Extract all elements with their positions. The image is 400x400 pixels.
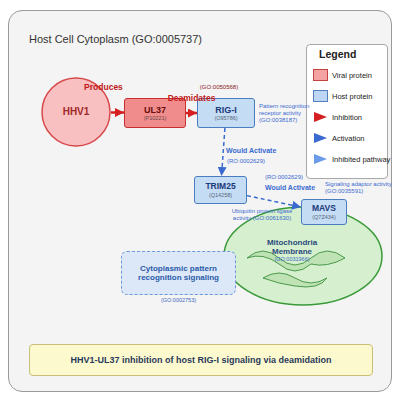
protein-id: (Q7Z434) [312,214,336,220]
legend-title: Legend [319,48,379,60]
legend-row: Host protein [313,90,372,102]
legend-swatch [314,70,328,81]
legend-arrow [314,133,327,143]
protein-name: UL37 [144,105,166,115]
legend-text: Inhibition [332,113,362,122]
function-note: Signaling adaptor activity (GO:0035591) [325,181,395,195]
pathway-box: Cytoplasmic pattern recognition signalin… [121,251,236,295]
legend-arrow [314,154,327,164]
legend-text: Activation [332,134,365,143]
region-title: Host Cell Cytoplasm (GO:0005737) [29,33,202,46]
caption-box: HHV1-UL37 inhibition of host RIG-I signa… [29,344,373,376]
legend-swatch-frame [313,69,328,81]
pathway-name: Cytoplasmic pattern recognition signalin… [129,264,229,282]
function-note: Pattern recognition receptor activity (G… [259,103,331,124]
legend-swatch [314,91,328,102]
function-note: Ubiquitin protein ligase activity (GO:00… [227,208,297,222]
legend-arrow [314,112,327,122]
protein-name: RIG-I [215,105,237,115]
edge-label: Would Activate [265,185,315,193]
legend-swatch-frame [313,90,328,102]
go-term: (GO:0050568) [189,84,249,91]
pathway-id: (GO:0002753) [122,297,235,303]
legend-text: Host protein [332,92,372,101]
legend-text: Inhibited pathway [332,155,390,164]
legend-row: Inhibited pathway [313,153,390,165]
legend-swatch-frame [313,132,328,144]
compartment-name: Mitochondria Membrane [263,238,321,256]
shape-fill [224,207,382,305]
cytoplasm-region: Host Cell Cytoplasm (GO:0005737) HHV1 UL37… [8,10,392,392]
relation-id: (RO:0002629) [259,174,309,181]
caption-text: HHV1-UL37 inhibition of host RIG-I signa… [70,355,331,365]
legend-row: Viral protein [313,69,372,81]
compartment-id: (GO:0031966) [274,256,309,262]
protein-id: (O95786) [214,115,237,121]
protein-name: TRIM25 [205,182,235,192]
protein-id: (Q14258) [209,192,232,198]
edge-label: Deamidates [168,94,216,103]
protein-id: (P10221) [144,115,167,121]
legend-text: Viral protein [332,71,372,80]
edge-label: Would Activate [226,147,276,155]
legend-row: Inhibition [313,111,362,123]
cristae-fold [263,273,327,287]
host-protein-box: MAVS(Q7Z434) [301,199,347,225]
relation-id: (RO:0002629) [221,158,271,165]
host-protein-box: TRIM25(Q14258) [194,176,247,204]
legend-swatch-frame [313,111,328,123]
edge-label: Produces [84,83,123,92]
legend-swatch-frame [313,153,328,165]
legend-row: Activation [313,132,365,144]
virus-name: HHV1 [63,106,90,118]
legend-box: Viral proteinHost proteinInhibitionActiv… [306,44,388,179]
protein-name: MAVS [312,204,336,214]
